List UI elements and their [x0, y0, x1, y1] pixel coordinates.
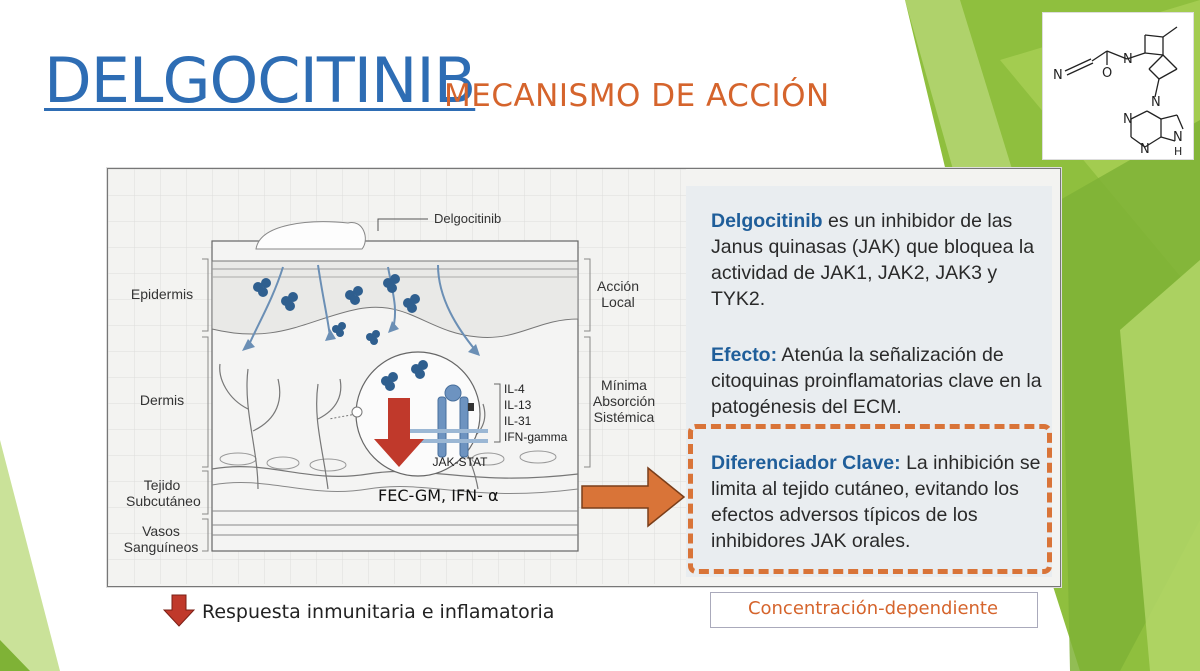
slide-subtitle: MECANISMO DE ACCIÓN	[444, 78, 830, 114]
cytokine-label: IL-4	[504, 382, 525, 396]
info-panel	[686, 186, 1052, 577]
atom-n2: N	[1123, 52, 1133, 67]
atom-o: O	[1102, 66, 1112, 81]
layer-label-vessels: Vasos Sanguíneos	[123, 523, 199, 555]
info-paragraph-key-differentiator: Diferenciador Clave: La inhibición se li…	[711, 450, 1046, 554]
effect-text: Atenúa la señalización de citoquinas pro…	[711, 344, 1042, 418]
label-local-action: Acción Local	[596, 278, 640, 310]
slide-title: DELGOCITINIB	[44, 44, 476, 117]
atom-n3: N	[1151, 95, 1161, 110]
differentiator-text: La inhibición se limita al tejido cutáne…	[711, 452, 1041, 552]
drug-label: Delgocitinib	[434, 211, 501, 226]
pathway-label: JAK-STAT	[433, 455, 489, 469]
molecule-structure-image: N O N N N N N H	[1042, 12, 1194, 160]
info-paragraph-effect: Efecto: Atenúa la señalización de citoqu…	[711, 342, 1046, 420]
key-differentiator-highlight	[688, 424, 1052, 574]
legend-red-arrow-icon	[163, 594, 195, 627]
atom-h: H	[1174, 145, 1182, 158]
definition-text: es un inhibidor de las Janus quinasas (J…	[711, 210, 1035, 310]
fec-label: FEC-GM, IFN- α	[378, 486, 499, 505]
cytokine-label: IL-13	[504, 398, 532, 412]
layer-label-epidermis: Epidermis	[130, 286, 194, 302]
label-minimal-absorption: Mínima Absorción Sistémica	[592, 377, 656, 425]
molecule-svg: N O N N N N N H	[1053, 26, 1184, 158]
definition-term: Delgocitinib	[711, 210, 823, 232]
atom-n5: N	[1140, 142, 1150, 157]
info-paragraph-definition: Delgocitinib es un inhibidor de las Janu…	[711, 208, 1046, 312]
cytokine-label: IFN-gamma	[504, 430, 568, 444]
differentiator-term: Diferenciador Clave:	[711, 452, 901, 474]
skin-diagram: Delgocitinib IL-4 IL-13 IL-31 IFN-gamma …	[108, 169, 686, 584]
layer-label-subcutaneous: Tejido Subcutáneo	[126, 477, 201, 509]
orange-arrow	[581, 466, 686, 528]
legend-text: Respuesta inmunitaria e inflamatoria	[202, 601, 555, 623]
effect-term: Efecto:	[711, 344, 778, 366]
concentration-label: Concentración-dependiente	[747, 598, 999, 619]
atom-n4: N	[1123, 112, 1133, 127]
atom-nh: N	[1173, 130, 1183, 145]
atom-n1: N	[1053, 68, 1063, 83]
layer-label-dermis: Dermis	[139, 392, 185, 408]
cytokine-label: IL-31	[504, 414, 532, 428]
concentration-box	[710, 592, 1038, 628]
